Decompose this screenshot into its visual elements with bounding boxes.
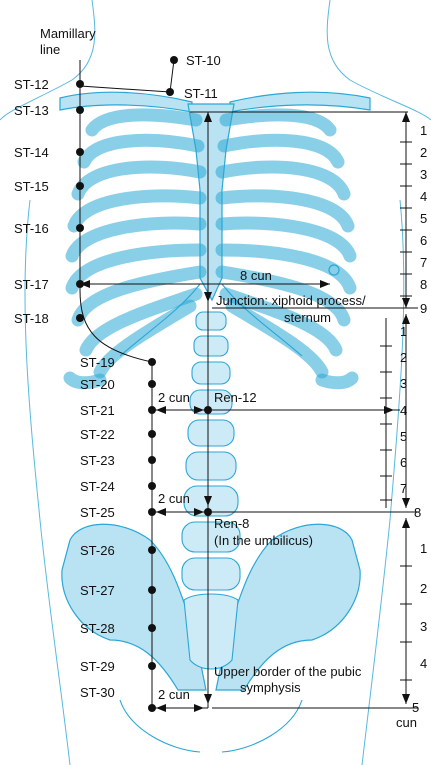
label-st13: ST-13 [14, 103, 49, 118]
point-st20 [148, 380, 156, 388]
point-st28 [148, 624, 156, 632]
svg-text:5: 5 [412, 700, 419, 715]
label-st20: ST-20 [80, 377, 115, 392]
svg-text:8: 8 [414, 505, 421, 520]
svg-text:4: 4 [420, 656, 427, 671]
point-st29 [148, 662, 156, 670]
ribs-left [70, 115, 200, 383]
label-st18: ST-18 [14, 311, 49, 326]
label-ren8-2: (In the umbilicus) [214, 533, 313, 548]
label-st26: ST-26 [80, 543, 115, 558]
label-st22: ST-22 [80, 427, 115, 442]
point-st26 [148, 546, 156, 554]
label-st30: ST-30 [80, 685, 115, 700]
label-st12: ST-12 [14, 77, 49, 92]
label-st11: ST-11 [184, 86, 218, 101]
point-ren8 [204, 508, 212, 516]
svg-text:1: 1 [420, 541, 427, 556]
point-st16 [76, 224, 84, 232]
label-ren12: Ren-12 [214, 390, 257, 405]
label-st24: ST-24 [80, 479, 115, 494]
label-2-cun-pubic: 2 cun [158, 687, 190, 702]
label-st23: ST-23 [80, 453, 115, 468]
svg-text:3: 3 [420, 167, 427, 182]
point-st14 [76, 148, 84, 156]
svg-text:1: 1 [420, 123, 427, 138]
point-st30 [148, 704, 156, 712]
point-st18 [76, 314, 84, 322]
svg-text:4: 4 [400, 403, 407, 418]
label-2-cun-ren12: 2 cun [158, 390, 190, 405]
label-junction-2: sternum [284, 310, 331, 325]
point-st25 [148, 508, 156, 516]
lumbar-spine [182, 312, 240, 590]
point-st10 [170, 56, 178, 64]
st10-st11-leader [80, 60, 174, 92]
svg-text:5: 5 [400, 429, 407, 444]
label-st10: ST-10 [186, 53, 221, 68]
point-st22 [148, 430, 156, 438]
svg-text:2: 2 [420, 581, 427, 596]
label-pubic-1: Upper border of the pubic [214, 664, 362, 679]
point-st15 [76, 182, 84, 190]
svg-text:6: 6 [400, 455, 407, 470]
svg-text:5: 5 [420, 211, 427, 226]
point-st11 [166, 88, 174, 96]
label-junction-1: Junction: xiphoid process/ [216, 293, 366, 308]
ribs-right [222, 115, 352, 383]
point-st24 [148, 482, 156, 490]
label-pubic-2: symphysis [240, 680, 301, 695]
point-st13 [76, 106, 84, 114]
svg-text:4: 4 [420, 189, 427, 204]
svg-text:2: 2 [420, 145, 427, 160]
svg-text:2: 2 [400, 350, 407, 365]
svg-text:8: 8 [420, 277, 427, 292]
scale-middle: 1 2 3 4 5 6 7 8 [380, 318, 421, 520]
label-st14: ST-14 [14, 145, 49, 160]
label-st27: ST-27 [80, 583, 115, 598]
svg-text:7: 7 [400, 481, 407, 496]
svg-text:1: 1 [400, 324, 407, 339]
svg-text:cun: cun [396, 715, 417, 730]
label-st17: ST-17 [14, 277, 49, 292]
label-st19: ST-19 [80, 355, 115, 370]
label-st29: ST-29 [80, 659, 115, 674]
svg-text:3: 3 [420, 619, 427, 634]
label-st21: ST-21 [80, 403, 115, 418]
scale-lower: 1 2 3 4 5 cun [396, 541, 427, 730]
label-ren8-1: Ren-8 [214, 516, 249, 531]
svg-text:6: 6 [420, 233, 427, 248]
point-st27 [148, 586, 156, 594]
point-st21 [148, 406, 156, 414]
label-8-cun: 8 cun [240, 268, 272, 283]
label-2-cun-ren8: 2 cun [158, 491, 190, 506]
mamillary-label-1: Mamillary [40, 26, 96, 41]
point-st12 [76, 80, 84, 88]
point-st19 [148, 358, 156, 366]
label-st15: ST-15 [14, 179, 49, 194]
point-st23 [148, 456, 156, 464]
label-st25: ST-25 [80, 505, 115, 520]
svg-text:9: 9 [420, 301, 427, 316]
svg-text:3: 3 [400, 376, 407, 391]
mamillary-label-2: line [40, 42, 60, 57]
label-st16: ST-16 [14, 221, 49, 236]
point-ren12 [204, 406, 212, 414]
point-st17 [76, 280, 84, 288]
label-st28: ST-28 [80, 621, 115, 636]
svg-text:7: 7 [420, 255, 427, 270]
